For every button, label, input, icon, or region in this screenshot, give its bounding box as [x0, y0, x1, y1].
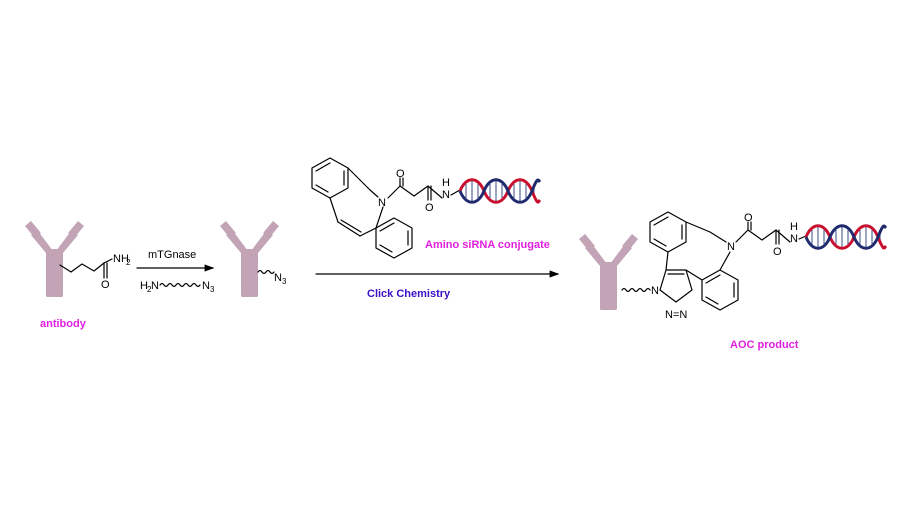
- enzyme-label: mTGnase: [148, 249, 196, 261]
- dbco-amide-n-label: N: [442, 189, 450, 201]
- aoc-antibody-icon: [579, 234, 638, 310]
- sirna-helix-icon: [458, 178, 542, 204]
- click-chemistry-caption: Click Chemistry: [367, 288, 451, 300]
- aoc-sirna-helix-icon: [804, 224, 888, 250]
- antibody-azide-subscript: 3: [282, 277, 287, 286]
- dbco-sirna-reagent: N O O H N Amino siRNA conjugate: [311, 157, 550, 259]
- amide-nh-label: NH: [113, 253, 129, 265]
- dbco-o2-label: O: [425, 202, 434, 214]
- glutamine-chain: [59, 262, 105, 273]
- aoc-h-label: H: [790, 221, 798, 233]
- azide-subscript: 3: [210, 285, 215, 294]
- antibody-azide-group: N 3: [220, 221, 287, 297]
- linker-h-label: H: [140, 280, 148, 292]
- aoc-n-label: N: [727, 241, 735, 253]
- azide-linker-wavy: [257, 269, 275, 275]
- carbonyl-o-label: O: [101, 279, 110, 291]
- dbco-h-label: H: [442, 177, 450, 189]
- triazole-n1-label: N: [651, 285, 659, 297]
- aoc-product-caption: AOC product: [730, 339, 799, 351]
- aoc-product-group: N N=N N O O H N AOC product: [579, 211, 888, 351]
- antibody-azide-icon: [220, 221, 279, 297]
- aoc-ring-bottom: [701, 269, 739, 311]
- antibody-caption: antibody: [40, 318, 87, 330]
- antibody-icon: [25, 221, 84, 297]
- dbco-o1-label: O: [396, 168, 405, 180]
- dbco-ring-top: [311, 157, 349, 199]
- azide-n-label: N: [202, 280, 210, 292]
- click-step: Click Chemistry: [315, 270, 560, 300]
- antibody-native-group: O NH 2 antibody: [25, 221, 131, 330]
- triazole-nn-label: N=N: [665, 309, 687, 321]
- aoc-linker-wavy: [621, 287, 651, 293]
- amino-sirna-caption: Amino siRNA conjugate: [425, 239, 550, 251]
- dbco-n-label: N: [378, 197, 386, 209]
- enzymatic-step: mTGnase H 2 N N 3: [136, 249, 215, 294]
- linker-n-label: N: [151, 280, 159, 292]
- dbco-ring-bottom: [375, 217, 413, 259]
- amide-h2-subscript: 2: [126, 258, 131, 267]
- peg-linker-wavy: [159, 282, 201, 288]
- antibody-azide-n-label: N: [274, 272, 282, 284]
- aoc-ring-top: [649, 211, 687, 253]
- aoc-o1-label: O: [744, 212, 753, 224]
- aoc-o2-label: O: [773, 246, 782, 258]
- linker-h2-subscript: 2: [147, 285, 152, 294]
- aoc-amide-n-label: N: [790, 233, 798, 245]
